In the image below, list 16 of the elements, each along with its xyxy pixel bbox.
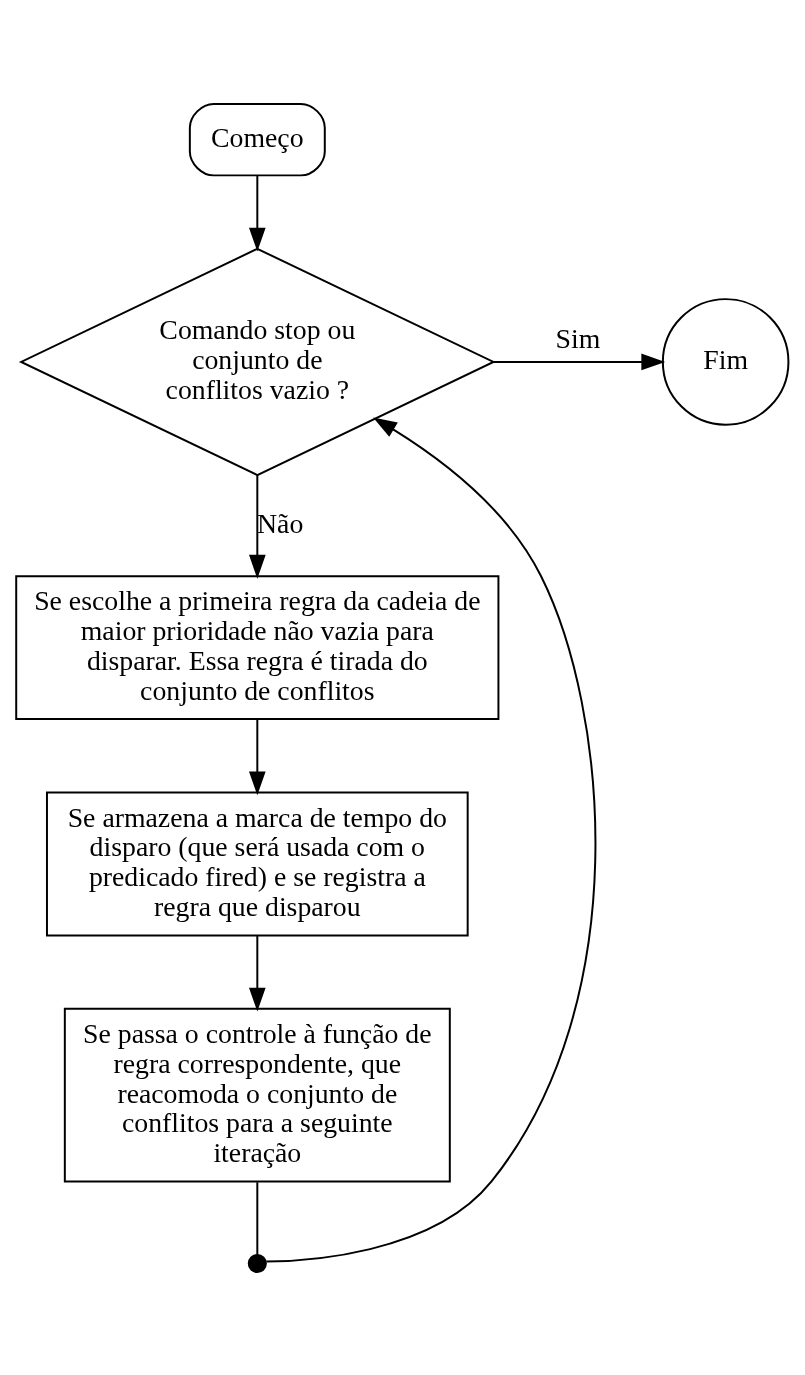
arrow <box>265 416 597 1263</box>
node-diamond: Comando stop ou conjunto de conflitos vazio ? <box>18 247 496 476</box>
node-dot <box>247 1253 267 1273</box>
node-box: Se escolhe a primeira regra da cadeia de maior prioridade não vazia para disparar. Essa regra é tirada do conjunto de conflitos <box>15 574 500 720</box>
arrow <box>248 473 266 579</box>
arrow <box>248 934 266 1012</box>
edge-label: Sim <box>555 322 601 354</box>
arrow <box>248 717 266 795</box>
arrow <box>248 174 266 252</box>
edge-label: Não <box>257 507 304 539</box>
node-circle: Fim <box>661 297 790 426</box>
connector <box>256 1180 259 1256</box>
node-box: Começo <box>188 102 326 176</box>
node-box: Se armazena a marca de tempo do disparo (que será usada com o predicado fired) e se registra a regra que disparou <box>46 791 469 936</box>
node-box: Se passa o controle à função de regra correspondente, que reacomoda o conjunto de conflitos para a seguinte iteração <box>63 1007 451 1182</box>
arrow <box>492 353 666 370</box>
